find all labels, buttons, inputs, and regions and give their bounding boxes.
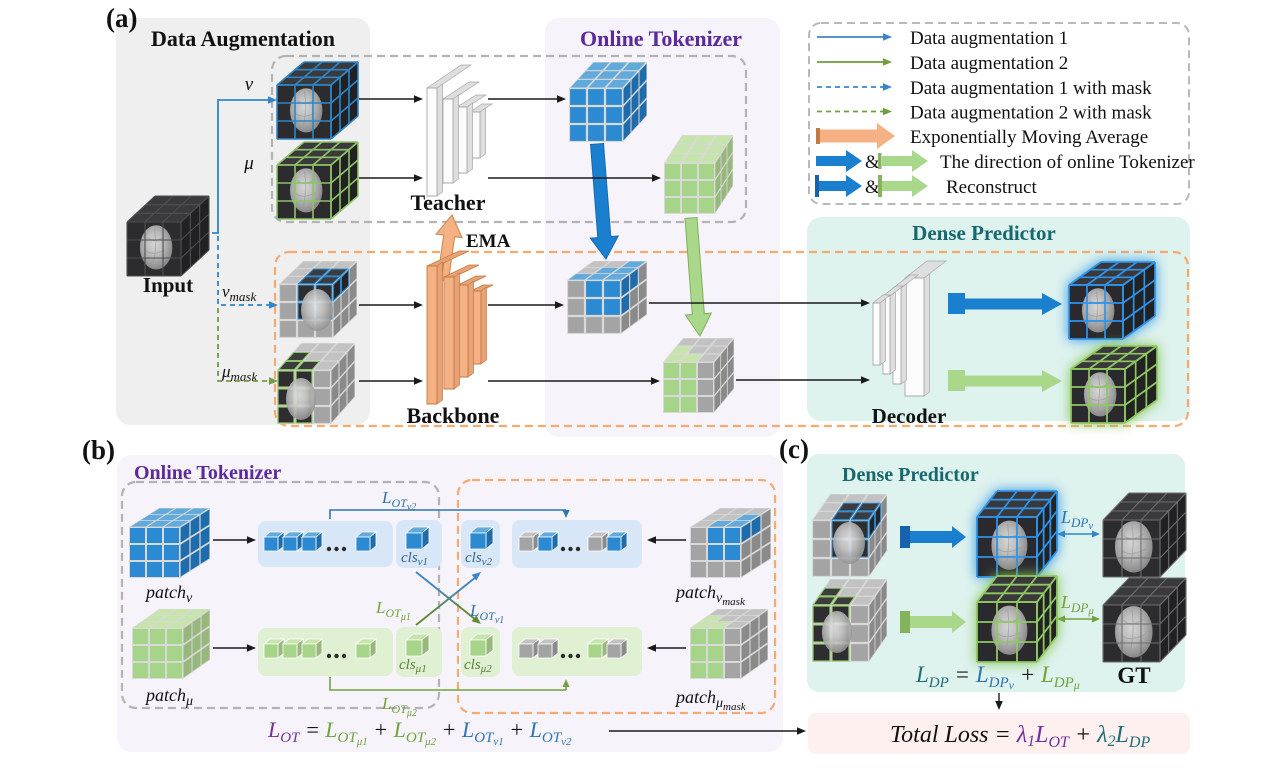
svg-text:clsv2: clsv2 — [465, 550, 493, 568]
svg-text:patchv: patchv — [144, 582, 193, 606]
svg-text:Total Loss = λ1LOT + λ2LDP: Total Loss = λ1LOT + λ2LDP — [890, 722, 1150, 751]
svg-text:(a): (a) — [106, 3, 137, 33]
svg-text:EMA: EMA — [466, 231, 511, 252]
svg-text:clsv1: clsv1 — [401, 550, 428, 568]
svg-text:LOTμ1: LOTμ1 — [375, 598, 411, 623]
svg-text:&: & — [865, 177, 880, 198]
svg-text:Exponentially Moving Average: Exponentially Moving Average — [910, 127, 1148, 148]
svg-text:The direction of online Tokeni: The direction of online Tokenizer — [940, 152, 1195, 173]
svg-text:Data augmentation 1: Data augmentation 1 — [910, 28, 1068, 49]
svg-text:LOTv1: LOTv1 — [469, 601, 504, 626]
svg-text:Data augmentation 2: Data augmentation 2 — [910, 53, 1068, 74]
svg-text:LOTμ2: LOTμ2 — [381, 694, 417, 719]
svg-text:Dense Predictor: Dense Predictor — [912, 221, 1056, 245]
svg-text:Decoder: Decoder — [872, 404, 947, 428]
svg-text:&: & — [865, 152, 880, 173]
svg-text:LOTv2: LOTv2 — [381, 488, 416, 513]
svg-text:Reconstruct: Reconstruct — [946, 177, 1037, 198]
svg-text:GT: GT — [1117, 663, 1150, 688]
svg-text:Online Tokenizer: Online Tokenizer — [580, 26, 742, 51]
svg-text:(c): (c) — [779, 434, 809, 464]
svg-text:(b): (b) — [82, 435, 115, 465]
svg-text:Teacher: Teacher — [411, 190, 486, 215]
svg-text:μ: μ — [243, 153, 254, 174]
svg-text:Backbone: Backbone — [407, 403, 500, 428]
svg-text:Input: Input — [143, 273, 193, 297]
svg-text:Data Augmentation: Data Augmentation — [151, 26, 335, 51]
svg-text:Online Tokenizer: Online Tokenizer — [134, 462, 281, 484]
svg-text:v: v — [245, 74, 254, 95]
svg-text:LDPμ: LDPμ — [1060, 592, 1094, 617]
svg-text:patchμmask: patchμmask — [674, 687, 747, 713]
svg-text:LDPv: LDPv — [1060, 507, 1093, 532]
svg-text:Dense Predictor: Dense Predictor — [842, 464, 979, 486]
svg-text:Data augmentation 2 with mask: Data augmentation 2 with mask — [910, 103, 1152, 124]
svg-text:Data augmentation 1 with mask: Data augmentation 1 with mask — [910, 78, 1152, 99]
svg-text:LOT = LOTμ1 + LOTμ2 + LOTv1 +: LOT = LOTμ1 + LOTμ2 + LOTv1 + LOTv2 — [267, 717, 572, 748]
svg-text:vmask: vmask — [222, 282, 256, 304]
svg-text:patchμ: patchμ — [144, 685, 193, 709]
svg-text:clsμ1: clsμ1 — [399, 657, 427, 675]
svg-text:LDP = LDPv + LDPμ: LDP = LDPv + LDPμ — [915, 662, 1080, 692]
svg-text:clsμ2: clsμ2 — [464, 657, 492, 675]
svg-text:patchvmask: patchvmask — [674, 582, 746, 608]
